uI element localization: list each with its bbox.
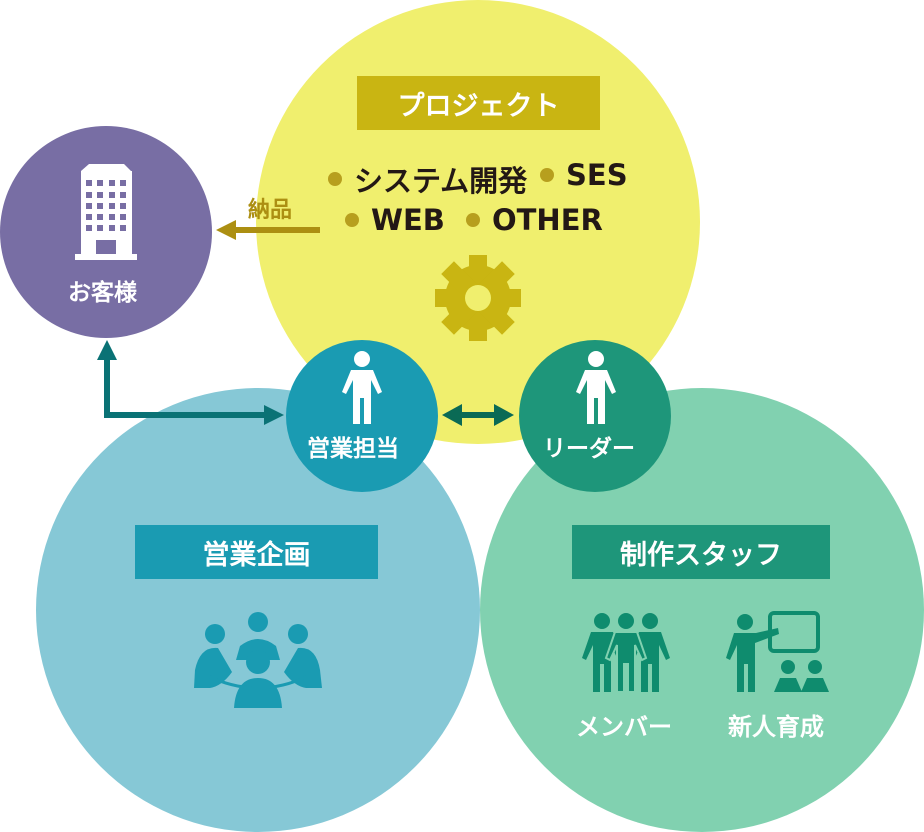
training-icon [726, 611, 829, 692]
leader-person-icon [576, 351, 616, 424]
members-label: メンバー [576, 713, 672, 741]
bullet-icon [345, 213, 359, 227]
members-icon [582, 613, 670, 693]
customer-sales-arrow [97, 340, 284, 425]
sales-planning-circle [36, 388, 480, 832]
project-item: システム開発 [328, 158, 527, 200]
training-label: 新人育成 [728, 713, 824, 741]
project-item: SES [540, 158, 628, 192]
bullet-icon [540, 168, 554, 182]
sales-rep-label: 営業担当 [307, 436, 399, 462]
gear-icon [435, 255, 521, 341]
project-item: WEB [345, 203, 445, 237]
project-item: OTHER [466, 203, 603, 237]
building-icon [75, 164, 137, 260]
bullet-icon [328, 172, 342, 186]
leader-label: リーダー [543, 436, 635, 462]
sales-leader-arrow [442, 404, 514, 426]
sales-rep-person-icon [342, 351, 382, 424]
delivery-label: 納品 [248, 198, 293, 223]
project-item-label: WEB [371, 203, 445, 237]
project-title-box [357, 76, 600, 130]
project-item-label: SES [566, 158, 628, 192]
meeting-icon [194, 612, 322, 708]
project-item-label: OTHER [492, 203, 603, 237]
production-staff-circle [480, 388, 924, 832]
customer-label: お客様 [68, 280, 137, 306]
delivery-arrow [216, 220, 320, 240]
sales-planning-title: 営業企画 [202, 539, 311, 571]
production-staff-title: 制作スタッフ [620, 539, 782, 571]
project-title: プロジェクト [397, 90, 560, 122]
leader-circle [519, 340, 671, 492]
bullet-icon [466, 213, 480, 227]
sales-planning-title-box [135, 525, 378, 579]
production-staff-title-box [572, 525, 830, 579]
project-item-label: システム開発 [354, 164, 528, 198]
sales-rep-circle [286, 340, 438, 492]
